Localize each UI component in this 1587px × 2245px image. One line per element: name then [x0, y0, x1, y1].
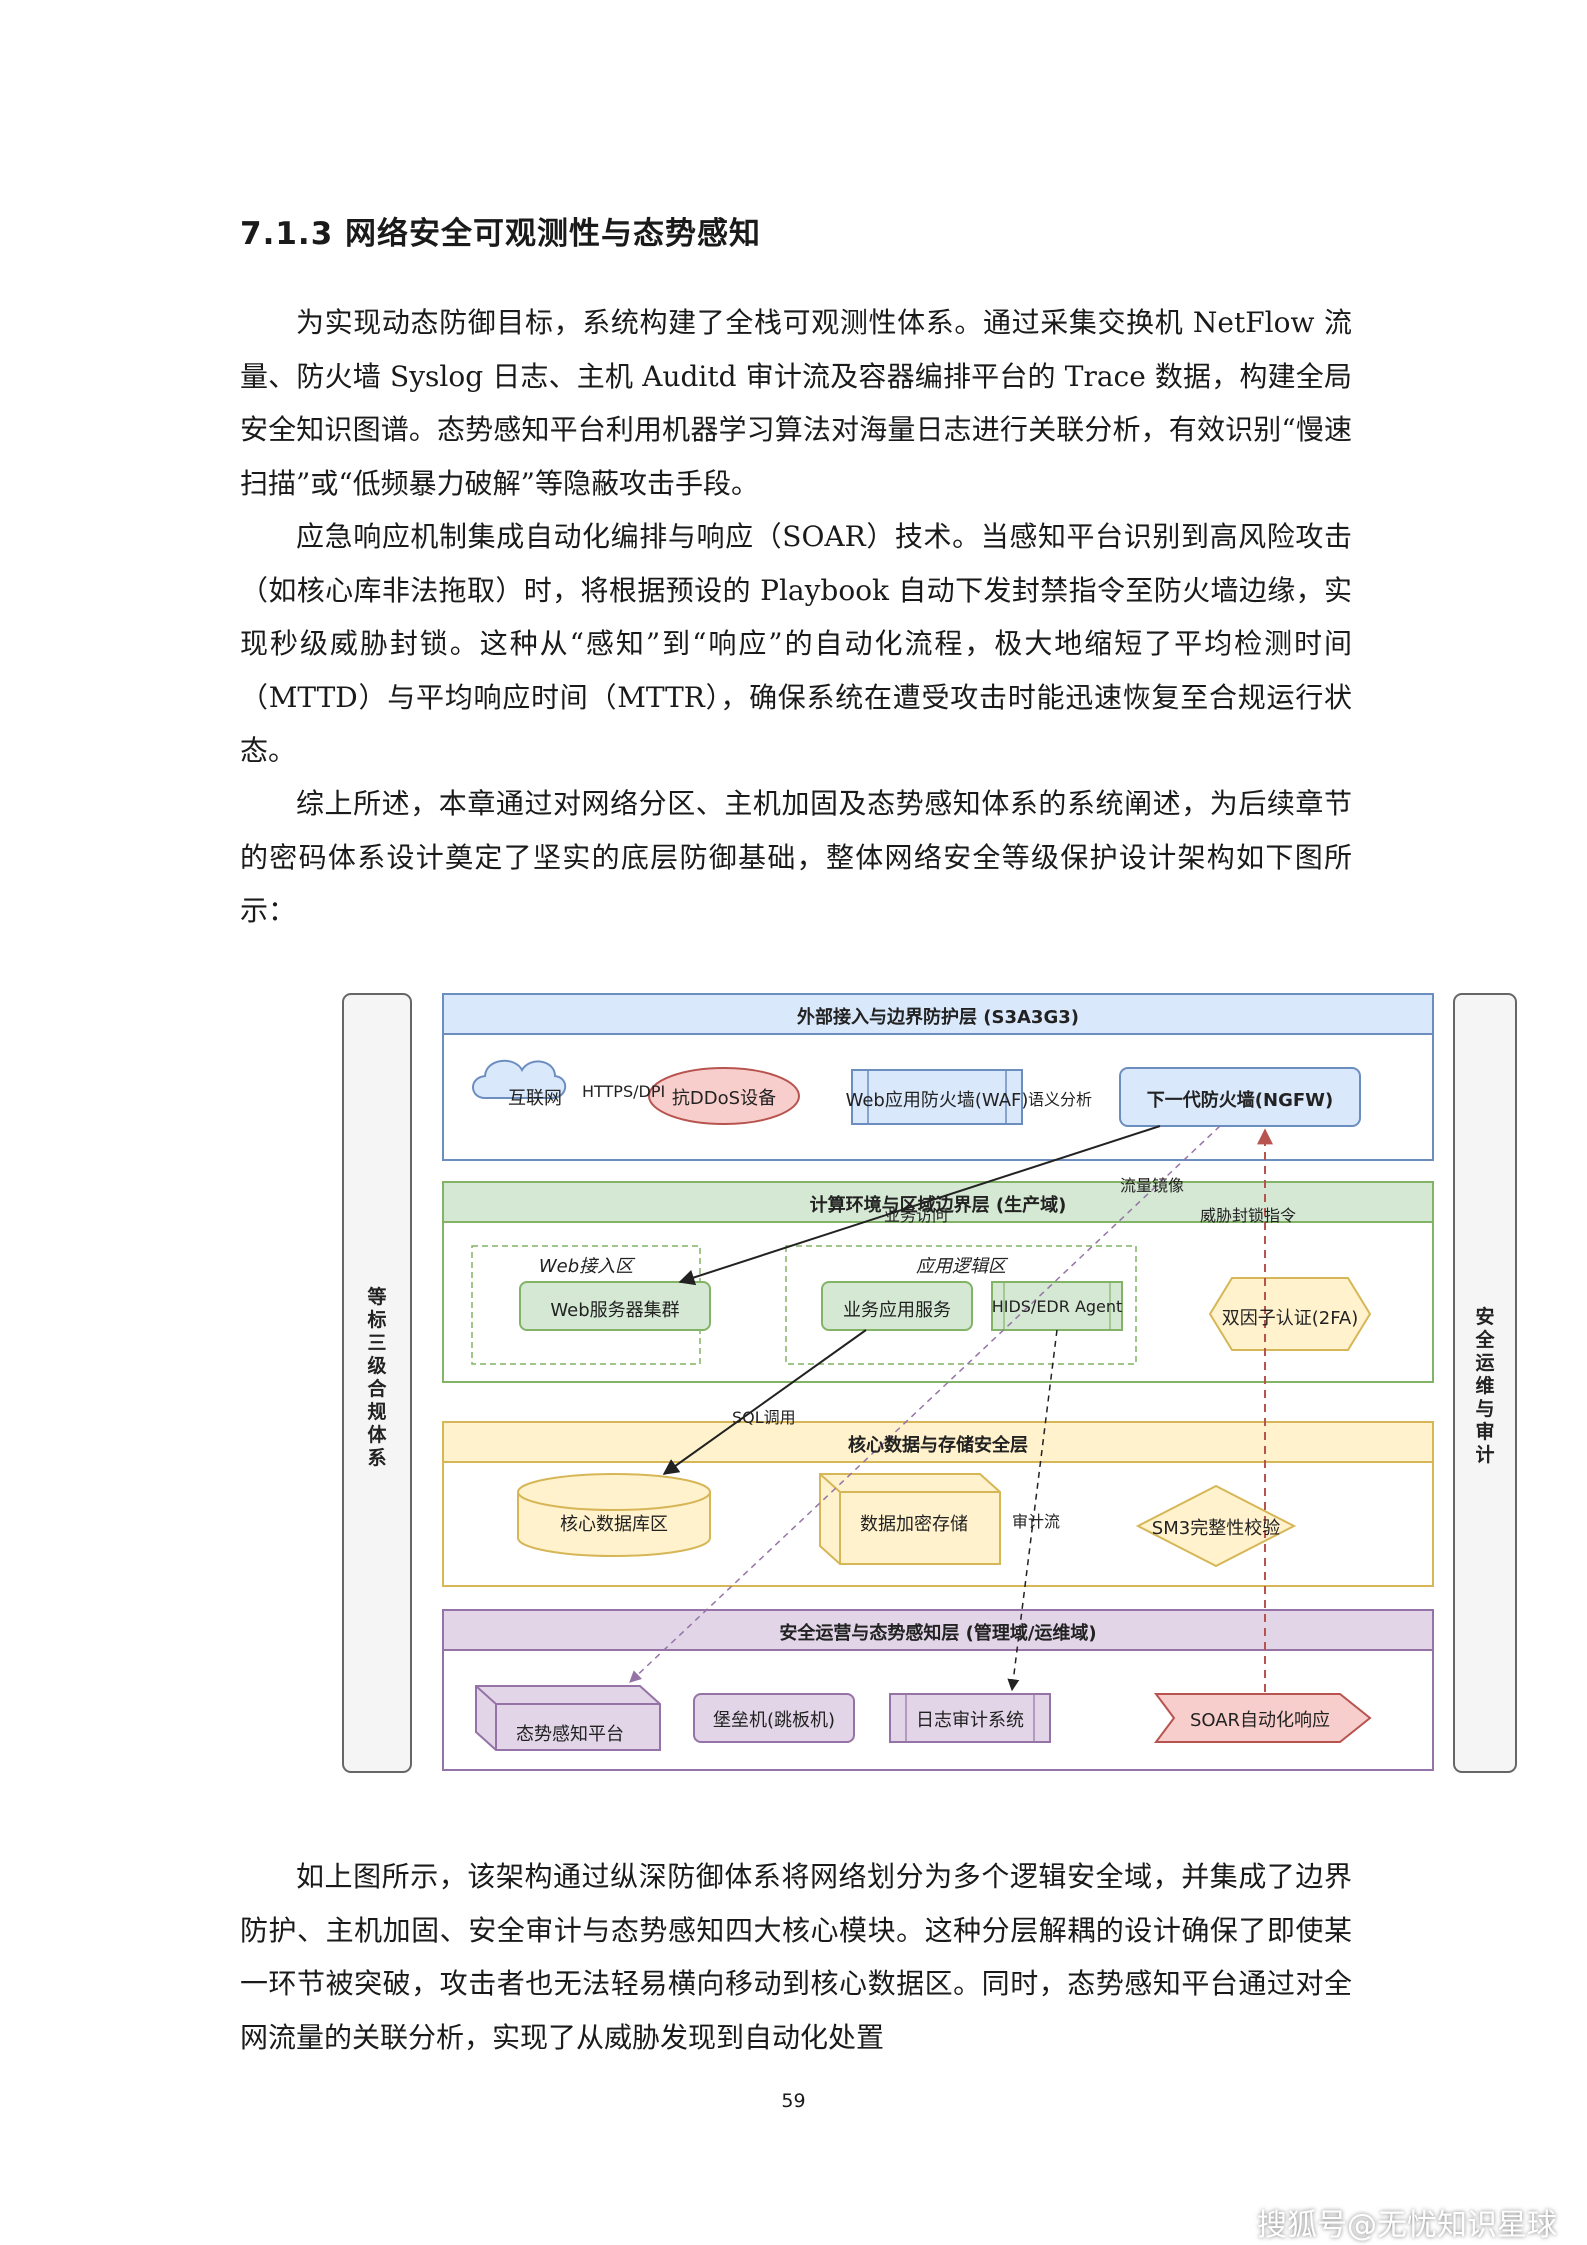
compute-layer-title: 计算环境与区域边界层 (生产域)	[809, 1195, 1067, 1216]
web-cluster-label: Web服务器集群	[550, 1300, 680, 1321]
border-layer-title: 外部接入与边界防护层 (S3A3G3)	[797, 1007, 1079, 1028]
internet-cloud-shape	[472, 1060, 567, 1099]
paragraph-soar: 应急响应机制集成自动化编排与响应（SOAR）技术。当感知平台识别到高风险攻击（如…	[240, 520, 1352, 767]
hids-box	[991, 1281, 1123, 1331]
web-cluster-box	[519, 1281, 711, 1331]
sm3-diamond	[1135, 1484, 1297, 1568]
https-dpi-label: HTTPS/DPI	[582, 1082, 666, 1101]
paragraph-summary: 综上所述，本章通过对网络分区、主机加固及态势感知体系的系统阐述，为后续章节的密码…	[240, 787, 1352, 927]
ops-layer-band	[442, 1609, 1434, 1651]
situation-platform-label: 态势感知平台	[516, 1724, 624, 1745]
ops-layer-title: 安全运营与态势感知层 (管理域/运维域)	[779, 1623, 1097, 1644]
soar-arrow-shape	[1154, 1693, 1372, 1743]
encrypt-store-label: 数据加密存储	[860, 1514, 968, 1535]
waf-label: Web应用防火墙(WAF)	[845, 1090, 1029, 1111]
core-db-label: 核心数据库区	[560, 1514, 668, 1535]
app-zone-box	[785, 1245, 1137, 1365]
twofa-label: 双因子认证(2FA)	[1221, 1308, 1359, 1329]
log-audit-label: 日志审计系统	[916, 1710, 1024, 1731]
left-compliance-panel	[342, 993, 412, 1773]
web-zone-title: Web接入区	[538, 1256, 634, 1277]
encrypt-store-cube	[819, 1473, 1001, 1565]
right-ops-panel	[1453, 993, 1517, 1773]
block-command-label: 威胁封锁指令	[1200, 1206, 1297, 1225]
edge-hids-to-log	[1007, 1329, 1058, 1692]
app-zone-title: 应用逻辑区	[916, 1256, 1006, 1277]
web-zone-box	[471, 1245, 701, 1365]
left-compliance-label: 等标三级合规体系	[367, 1286, 387, 1469]
biz-service-box	[821, 1281, 973, 1331]
compute-layer-band	[442, 1181, 1434, 1223]
border-layer-band	[442, 993, 1434, 1035]
diagram-shapes	[342, 993, 1517, 1773]
business-access-label: 业务访问	[884, 1206, 949, 1225]
internet-label: 互联网	[508, 1088, 562, 1109]
sm3-label: SM3完整性校验	[1151, 1518, 1281, 1539]
traffic-mirror-label: 流量镜像	[1120, 1176, 1185, 1195]
edge-ngfw-to-situation	[629, 1125, 1221, 1683]
situation-platform-cube	[475, 1685, 661, 1751]
bastion-label: 堡垒机(跳板机)	[712, 1710, 836, 1731]
soar-label: SOAR自动化响应	[1189, 1710, 1331, 1731]
paragraph-observability: 为实现动态防御目标，系统构建了全栈可观测性体系。通过采集交换机 NetFlow …	[240, 306, 1352, 500]
hids-label: HIDS/EDR Agent	[991, 1297, 1123, 1316]
edge-biz-to-db	[662, 1329, 867, 1475]
ddos-ellipse	[648, 1067, 800, 1125]
edge-ngfw-to-web	[678, 1125, 1161, 1286]
ddos-label: 抗DDoS设备	[671, 1088, 777, 1109]
ngfw-box	[1119, 1067, 1361, 1127]
sql-call-label: SQL调用	[732, 1408, 796, 1427]
semantic-analysis-label: 语义分析	[1028, 1090, 1093, 1109]
audit-stream-label: 审计流	[1012, 1512, 1061, 1531]
architecture-diagram: 等标三级合规体系 安全运维与审计 外部接入与边界防护层 (S3A3G3) 计算环…	[300, 986, 1520, 1786]
data-layer-title: 核心数据与存储安全层	[848, 1435, 1028, 1456]
log-audit-box	[889, 1693, 1051, 1743]
ngfw-label: 下一代防火墙(NGFW)	[1146, 1090, 1334, 1111]
page-number: 59	[781, 2090, 806, 2112]
waf-box	[851, 1069, 1023, 1125]
paragraph-after-figure: 如上图所示，该架构通过纵深防御体系将网络划分为多个逻辑安全域，并集成了边界防护、…	[240, 1860, 1352, 2054]
section-heading: 7.1.3 网络安全可观测性与态势感知	[240, 216, 762, 252]
data-layer-band	[442, 1421, 1434, 1463]
biz-service-label: 业务应用服务	[843, 1300, 951, 1321]
right-ops-label: 安全运维与审计	[1475, 1306, 1495, 1466]
twofa-hexagon	[1208, 1277, 1372, 1351]
bastion-box	[693, 1693, 855, 1743]
source-credit: 搜狐号@无忧知识星球	[1257, 2208, 1557, 2243]
